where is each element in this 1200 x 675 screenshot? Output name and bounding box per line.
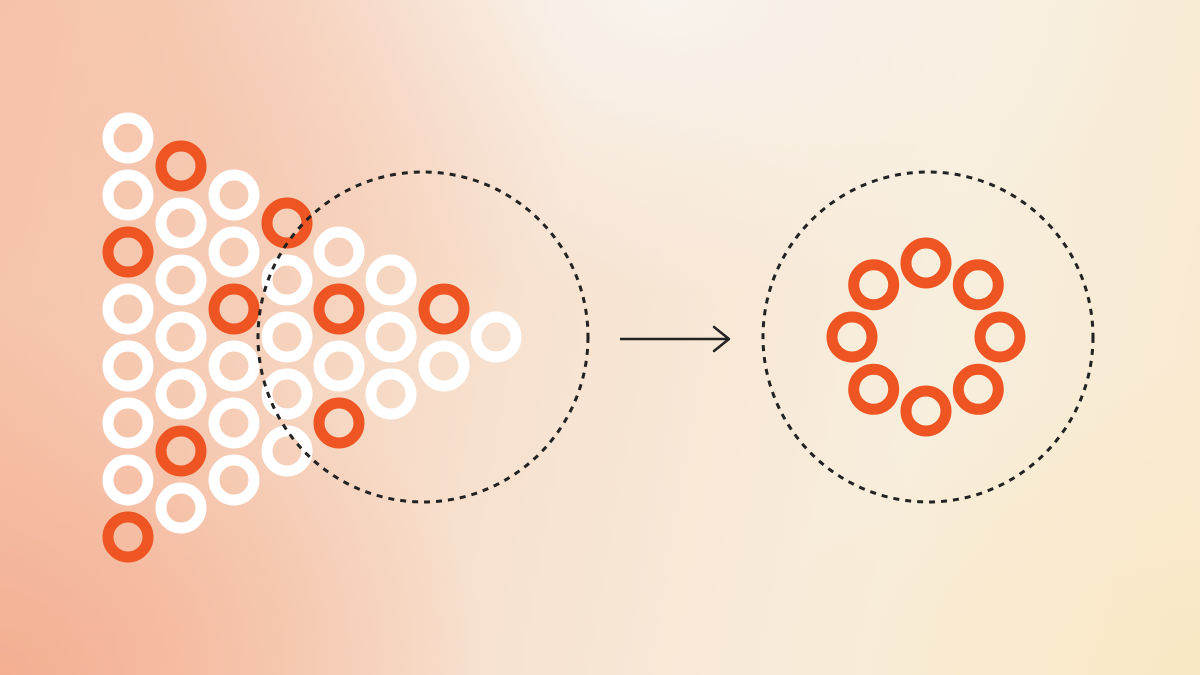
- plain-ring: [102, 340, 154, 392]
- selected-ring: [900, 237, 952, 289]
- highlighted-ring: [261, 197, 313, 249]
- selected-ring: [900, 385, 952, 437]
- selected-ring: [826, 311, 878, 363]
- selected-ring: [848, 363, 900, 415]
- plain-ring: [208, 397, 260, 449]
- plain-ring: [313, 226, 365, 278]
- selected-ring: [952, 363, 1004, 415]
- highlighted-ring: [155, 425, 207, 477]
- selected-ring: [974, 311, 1026, 363]
- plain-ring: [155, 197, 207, 249]
- plain-ring: [155, 368, 207, 420]
- plain-ring: [155, 254, 207, 306]
- plain-ring: [208, 226, 260, 278]
- plain-ring: [208, 169, 260, 221]
- highlighted-ring: [155, 140, 207, 192]
- highlighted-ring: [313, 397, 365, 449]
- plain-ring: [102, 112, 154, 164]
- highlighted-ring: [418, 283, 470, 335]
- plain-ring: [261, 311, 313, 363]
- plain-ring: [155, 482, 207, 534]
- plain-ring: [208, 340, 260, 392]
- plain-ring: [102, 454, 154, 506]
- plain-ring: [261, 254, 313, 306]
- plain-ring: [102, 169, 154, 221]
- plain-ring: [313, 340, 365, 392]
- highlighted-ring: [208, 283, 260, 335]
- plain-ring: [102, 283, 154, 335]
- selected-ring: [952, 259, 1004, 311]
- highlighted-ring: [313, 283, 365, 335]
- plain-ring: [365, 254, 417, 306]
- plain-ring: [365, 311, 417, 363]
- selected-ring: [848, 259, 900, 311]
- plain-ring: [470, 311, 522, 363]
- plain-ring: [365, 368, 417, 420]
- selection-boundary-left: [256, 170, 590, 504]
- source-ring-triangle: [102, 112, 522, 563]
- selection-boundary-right: [761, 170, 1095, 504]
- highlighted-ring: [102, 226, 154, 278]
- highlighted-ring: [102, 511, 154, 563]
- selected-ring-cluster: [826, 237, 1026, 437]
- arrow-right-icon: [620, 325, 731, 353]
- plain-ring: [155, 311, 207, 363]
- plain-ring: [102, 397, 154, 449]
- plain-ring: [418, 340, 470, 392]
- plain-ring: [208, 454, 260, 506]
- plain-ring: [261, 425, 313, 477]
